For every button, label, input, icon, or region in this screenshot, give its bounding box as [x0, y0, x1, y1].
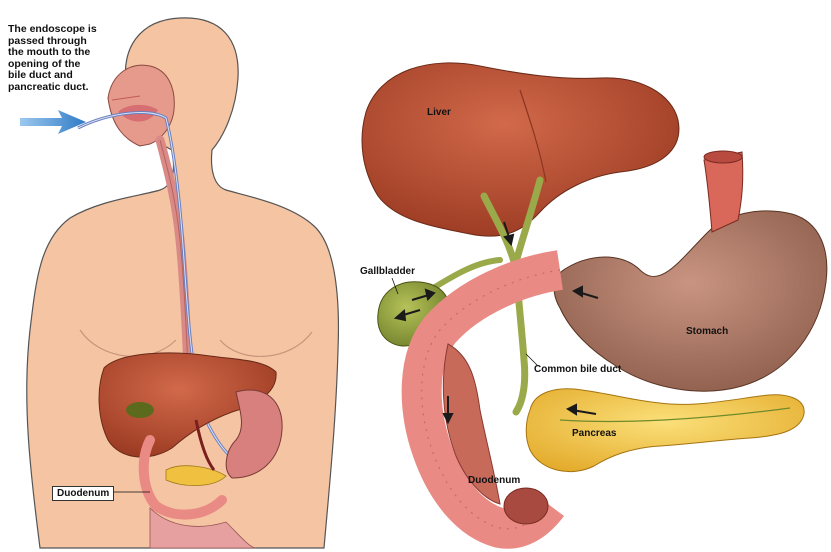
stomach-esophagus [704, 152, 743, 232]
gallbladder-label: Gallbladder [360, 266, 415, 277]
liver-label: Liver [427, 107, 451, 118]
insertion-arrow-icon [20, 110, 86, 134]
common-bile-duct-label: Common bile duct [534, 364, 621, 375]
duodenum-label: Duodenum [468, 475, 520, 486]
stomach-label: Stomach [686, 326, 728, 337]
left-duodenum-label: Duodenum [52, 486, 114, 501]
caption-line: The endoscope is [8, 24, 104, 36]
caption-line: pancreatic duct. [8, 82, 104, 94]
pancreas [526, 389, 804, 472]
left-gallbladder [126, 402, 154, 418]
procedure-caption: The endoscope is passed through the mout… [8, 24, 104, 94]
pancreas-label: Pancreas [572, 428, 616, 439]
liver [362, 63, 679, 236]
